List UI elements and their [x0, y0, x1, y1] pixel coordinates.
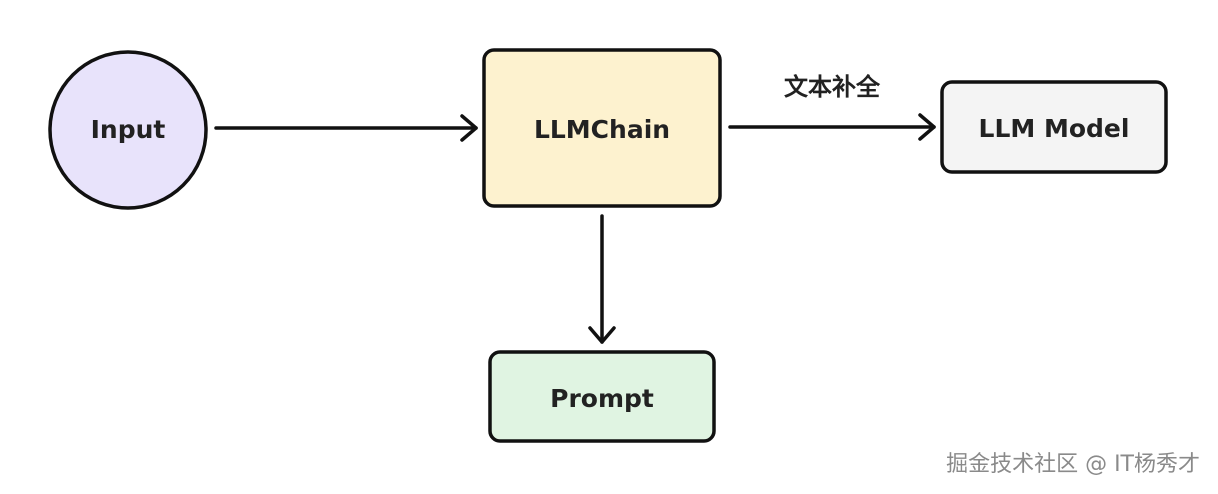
edge-llmchain-to-llm-model [728, 113, 936, 141]
node-prompt: Prompt [488, 350, 716, 443]
node-llm-model: LLM Model [940, 80, 1168, 174]
node-llmchain: LLMChain [482, 48, 722, 208]
node-llmchain-shape [482, 48, 722, 208]
edge-llmchain-to-prompt [588, 214, 616, 344]
edge-llmchain-to-llm-model-label: 文本补全 [784, 73, 881, 101]
watermark-text: 掘金技术社区 @ IT杨秀才 [946, 452, 1200, 477]
edge-input-to-llmchain-arrowhead [460, 114, 478, 142]
node-llm-model-label: LLM Model [979, 114, 1130, 143]
node-llm-model-shape [940, 80, 1168, 174]
node-prompt-shape [488, 350, 716, 443]
node-llmchain-label: LLMChain [534, 115, 670, 144]
edge-llmchain-to-prompt-arrowhead [588, 326, 616, 344]
node-input-shape [48, 50, 208, 210]
node-prompt-label: Prompt [550, 384, 654, 413]
node-input: Input [48, 50, 208, 210]
node-input-label: Input [91, 115, 166, 144]
edge-llmchain-to-llm-model-arrowhead [918, 113, 936, 141]
edge-input-to-llmchain [214, 114, 478, 142]
